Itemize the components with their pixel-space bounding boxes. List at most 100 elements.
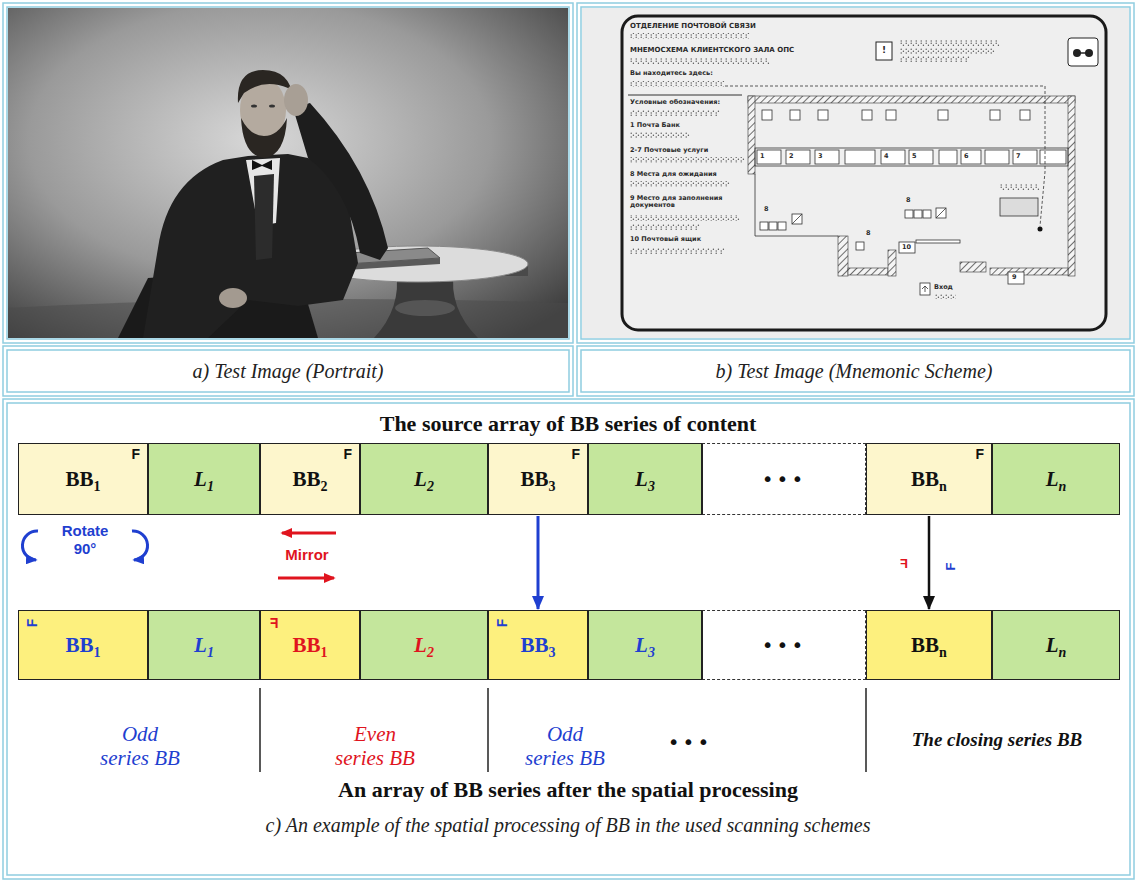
subscript-index: 1 bbox=[94, 479, 101, 494]
wall-hatching-part bbox=[748, 96, 1075, 103]
orientation-mark: F bbox=[571, 447, 580, 461]
floor-plan-part bbox=[790, 110, 800, 120]
scheme-label: ! bbox=[876, 45, 892, 55]
wall-hatching-part bbox=[748, 96, 755, 174]
wall-hatching-part bbox=[1068, 96, 1075, 276]
floor-plan-part bbox=[905, 210, 913, 218]
length-cell: Ln bbox=[992, 443, 1120, 515]
length-cell: L3 bbox=[588, 610, 702, 680]
floor-plan-part bbox=[1040, 150, 1066, 164]
mnemonic-scheme bbox=[582, 8, 1129, 338]
text-line: L3 bbox=[635, 467, 655, 492]
wall-hatching-part bbox=[848, 268, 888, 275]
caption-cell: a) Test Image (Portrait) bbox=[8, 349, 568, 393]
wall-hatching-part bbox=[888, 250, 896, 276]
building-block-cell: BB1F bbox=[18, 610, 148, 680]
length-cell: L2 bbox=[360, 610, 488, 680]
portrait-photo-part bbox=[284, 84, 308, 116]
braille-text-part bbox=[630, 224, 700, 230]
mnemonic-scheme-part bbox=[582, 8, 1129, 338]
subscript-index: 2 bbox=[427, 479, 434, 494]
subscript-index: 1 bbox=[94, 645, 101, 660]
floor-plan-part bbox=[1013, 150, 1037, 164]
portrait-photo-part bbox=[395, 300, 455, 316]
ellipsis-cell: ••• bbox=[702, 443, 866, 515]
figure-caption: c) An example of the spatial processing … bbox=[118, 814, 1018, 837]
mirror-arrows-part bbox=[278, 577, 334, 580]
scheme-label: 7 bbox=[1016, 153, 1021, 160]
mirror-arrows-part bbox=[282, 532, 336, 535]
portrait-photo-part bbox=[251, 104, 257, 107]
cell-text: BB bbox=[65, 633, 93, 657]
panel-frames-part bbox=[577, 346, 1134, 396]
mnemonic-scheme-part bbox=[628, 95, 742, 96]
panel-frames-part bbox=[577, 3, 1134, 343]
scheme-label: 9 Место для заполнения документов bbox=[630, 195, 730, 210]
orientation-mark: F bbox=[270, 616, 279, 630]
series-label: Odd series BB bbox=[97, 722, 183, 770]
scheme-label: 1 bbox=[760, 153, 765, 160]
floor-plan-part bbox=[769, 222, 777, 230]
cell-text: L bbox=[414, 467, 427, 491]
orientation-mark: F bbox=[944, 563, 957, 571]
length-cell: L1 bbox=[148, 610, 260, 680]
braille-text-part bbox=[630, 110, 720, 116]
building-block-cell: BB3F bbox=[488, 610, 588, 680]
text-line: BB1 bbox=[292, 633, 327, 658]
orientation-mark: F bbox=[900, 557, 908, 570]
rotate-symbol-part bbox=[22, 531, 38, 560]
portrait-photo-part bbox=[219, 288, 247, 308]
floor-plan-part bbox=[856, 242, 864, 250]
panel-frames bbox=[3, 3, 1134, 879]
floor-plan-part bbox=[786, 150, 810, 164]
panel-frames-part bbox=[7, 7, 569, 339]
portrait-photo-part bbox=[254, 174, 274, 260]
cell-text: ••• bbox=[762, 633, 806, 657]
scheme-label: 8 bbox=[764, 206, 769, 213]
flow-arrow bbox=[537, 516, 540, 609]
section-heading: The source array of BB series of content bbox=[218, 411, 918, 437]
text-line: Ln bbox=[1046, 633, 1067, 658]
series-label: Odd series BB bbox=[522, 722, 608, 770]
rotate-symbol-part bbox=[132, 531, 148, 560]
scheme-label: 2 bbox=[789, 153, 794, 160]
scheme-label: 8 bbox=[906, 197, 911, 204]
cell-text: BB bbox=[520, 633, 548, 657]
building-block-cell: BB2F bbox=[260, 443, 360, 515]
braille-text-part bbox=[630, 215, 740, 221]
cell-text: BB bbox=[911, 467, 939, 491]
braille-text-part bbox=[630, 181, 730, 187]
braille-text-part bbox=[900, 56, 970, 62]
series-separators-part bbox=[487, 688, 489, 772]
braille-text-part bbox=[630, 157, 745, 163]
panel-frames-part bbox=[581, 7, 1130, 339]
mnemonic-scheme-part bbox=[725, 86, 1045, 226]
floor-plan-part bbox=[792, 214, 802, 224]
floor-plan-part bbox=[961, 150, 981, 164]
floor-plan-part bbox=[936, 208, 946, 218]
portrait-photo-part bbox=[241, 118, 287, 158]
subscript-index: n bbox=[1059, 645, 1067, 660]
floor-plan-part bbox=[886, 110, 896, 120]
braille-text-part bbox=[630, 58, 770, 64]
scheme-label: 4 bbox=[884, 153, 889, 160]
floor-plan-part bbox=[881, 150, 905, 164]
scheme-label: ОТДЕЛЕНИЕ ПОЧТОВОЙ СВЯЗИ bbox=[630, 22, 756, 30]
cell-text: L bbox=[1046, 633, 1059, 657]
subscript-index: 3 bbox=[648, 645, 655, 660]
scheme-label: Вход bbox=[934, 284, 953, 291]
wall-hatching-part bbox=[990, 268, 1068, 275]
orientation-mark: F bbox=[343, 447, 352, 461]
floor-plan-part bbox=[916, 240, 960, 243]
scheme-label: 1 Почта Банк bbox=[630, 122, 680, 129]
panel-frames-part bbox=[7, 350, 569, 392]
cell-text: ••• bbox=[762, 467, 806, 491]
floor-plan-part bbox=[755, 148, 1068, 166]
floor-plan-part bbox=[936, 208, 946, 218]
subscript-index: n bbox=[939, 645, 947, 660]
annotation-label: Rotate 90° bbox=[53, 522, 117, 558]
text-line: BB3 bbox=[520, 467, 555, 492]
text-line: b) Test Image (Mnemonic Scheme) bbox=[716, 360, 993, 383]
mnemonic-scheme-part bbox=[622, 16, 1106, 330]
braille-text-part bbox=[630, 248, 725, 254]
